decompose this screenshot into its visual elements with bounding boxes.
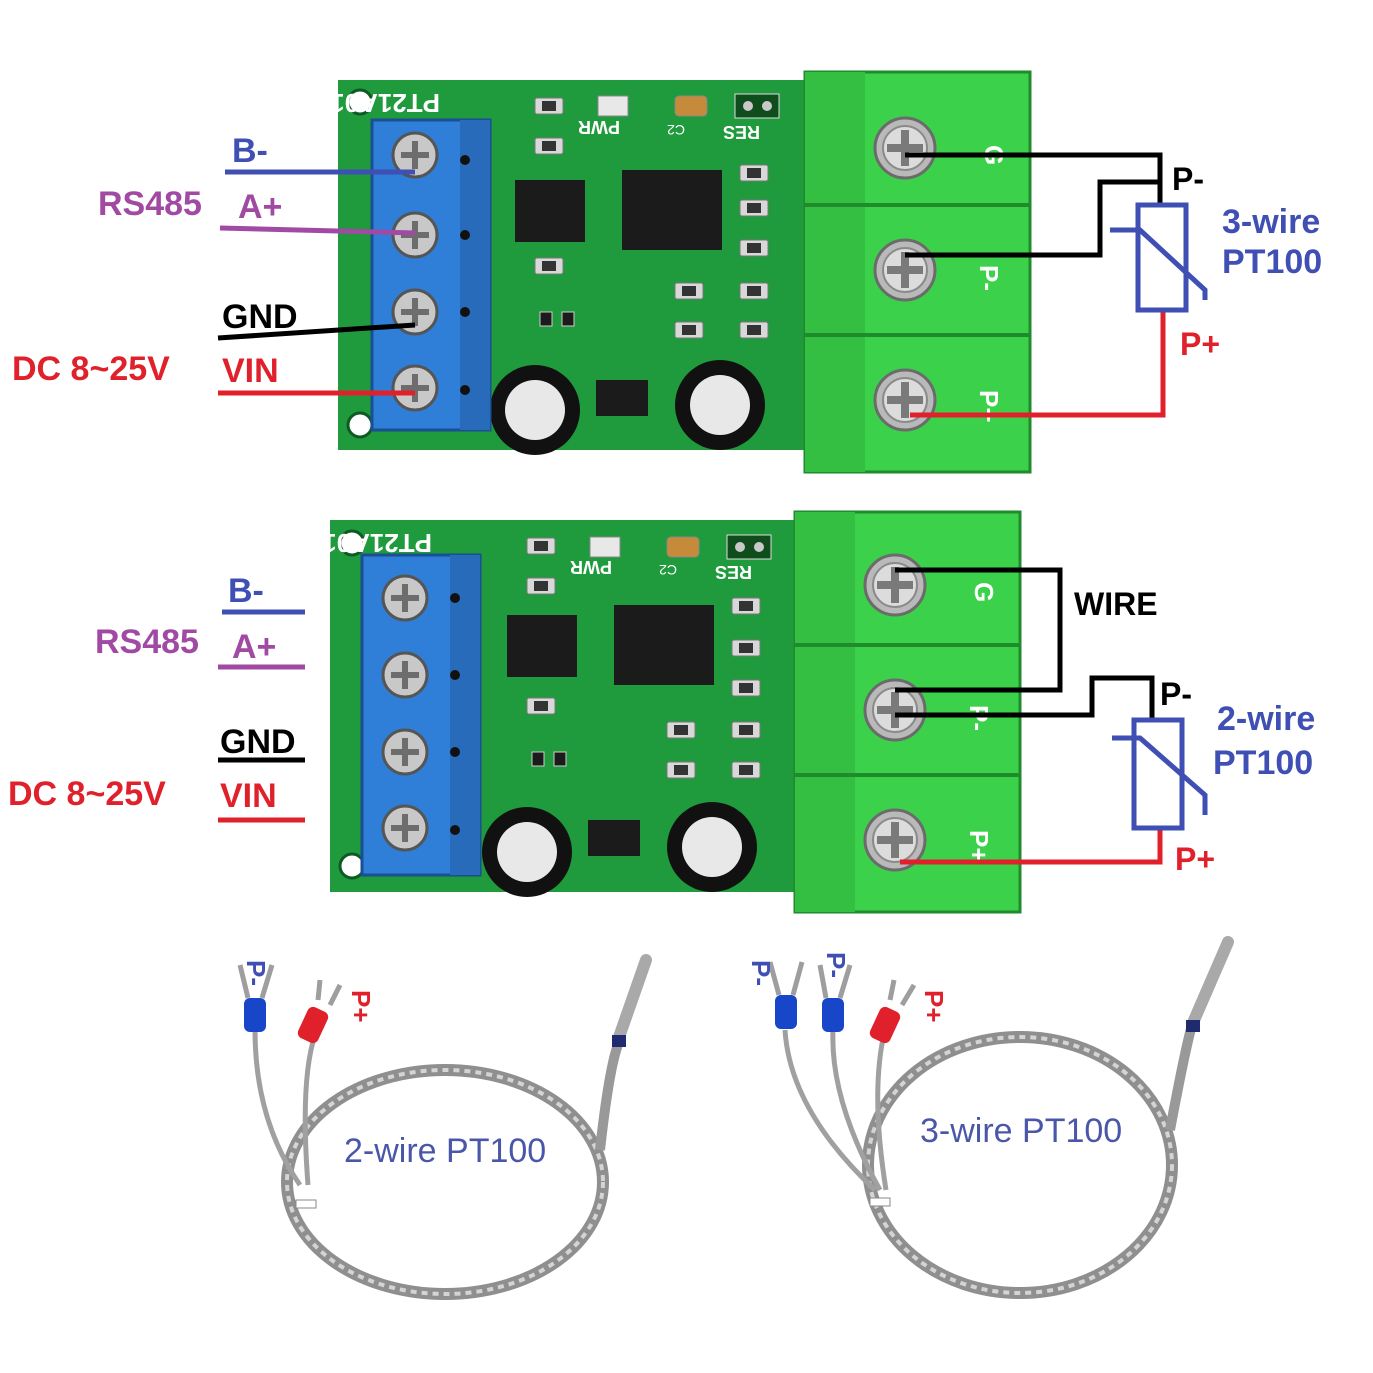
bottom-power-label: DC 8~25V <box>8 775 166 813</box>
bottom-p-minus-label: P- <box>1160 676 1192 712</box>
top-wires <box>217 152 1166 418</box>
bottom-sensor-name: PT100 <box>1213 744 1313 782</box>
probe-3w-caption: 3-wire PT100 <box>920 1112 1122 1150</box>
probe-2w-caption: 2-wire PT100 <box>344 1132 546 1170</box>
probe-2w-p-plus: P+ <box>346 990 376 1023</box>
red-lug <box>869 1006 901 1044</box>
top-sensor-type: 3-wire <box>1222 203 1320 241</box>
pwr-silk: PWR <box>578 117 620 137</box>
pin-pplus-silk: P+ <box>964 830 994 863</box>
top-vin-label: VIN <box>222 352 279 390</box>
bottom-pt100-symbol <box>1112 717 1208 831</box>
board-model: PT21A01 <box>322 528 432 558</box>
capacitor-left <box>482 807 572 897</box>
bottom-sensor-type: 2-wire <box>1217 700 1315 738</box>
top-power-label: DC 8~25V <box>12 350 170 388</box>
bottom-vin-label: VIN <box>220 777 277 815</box>
c2-silk: C2 <box>659 562 677 578</box>
rs485-power-terminal <box>360 553 482 877</box>
rs485-power-terminal <box>370 118 492 432</box>
blue-lug <box>244 998 266 1032</box>
blue-lug-2 <box>822 998 844 1032</box>
bottom-b-minus-label: B- <box>228 572 264 610</box>
regulator <box>596 380 648 416</box>
c2-silk: C2 <box>667 122 685 138</box>
ic-ssop <box>622 170 722 250</box>
bottom-wire-label: WIRE <box>1074 586 1158 622</box>
bottom-board: PT21A01 PWR RES C2 <box>322 510 1022 914</box>
bottom-a-plus-label: A+ <box>232 628 276 666</box>
pwr-silk: PWR <box>570 557 612 577</box>
capacitor-right <box>675 360 765 450</box>
pin-g-silk: G <box>969 582 999 602</box>
top-b-minus-label: B- <box>232 132 268 170</box>
top-gnd-label: GND <box>222 298 298 336</box>
top-sensor-name: PT100 <box>1222 243 1322 281</box>
capacitor-right <box>667 802 757 892</box>
top-rs485-label: RS485 <box>98 185 202 223</box>
probe-2-wire: P- P+ 2-wire PT100 <box>237 954 652 1300</box>
capacitor-left <box>490 365 580 455</box>
probe-3w-p-minus-2: P- <box>821 952 851 978</box>
ic-sop8 <box>507 615 577 677</box>
top-board: PT21A01 PWR RES C2 <box>330 70 1032 474</box>
probe-3w-p-plus: P+ <box>919 990 949 1023</box>
pin-pplus-silk: P+ <box>974 390 1004 423</box>
top-pt100-symbol <box>1110 202 1208 313</box>
regulator <box>588 820 640 856</box>
probe-3-wire: P- P- P+ 3-wire PT100 <box>746 936 1234 1299</box>
bottom-p-plus-label: P+ <box>1175 841 1215 877</box>
ic-sop8 <box>515 180 585 242</box>
pin-pminus-silk: P- <box>974 265 1004 291</box>
bottom-rs485-label: RS485 <box>95 623 199 661</box>
bottom-gnd-label: GND <box>220 723 296 761</box>
sensor-terminal: G P- P+ <box>803 70 1032 474</box>
sensor-terminal: G P- P+ <box>793 510 1022 914</box>
pin-pminus-silk: P- <box>964 705 994 731</box>
bottom-wires <box>218 567 1163 865</box>
board-model: PT21A01 <box>330 88 440 118</box>
probe-2w-p-minus: P- <box>241 960 271 986</box>
top-a-plus-label: A+ <box>238 188 282 226</box>
probe-3w-p-minus-1: P- <box>746 960 776 986</box>
res-silk: RES <box>715 562 752 582</box>
red-lug <box>297 1006 329 1044</box>
ic-ssop <box>614 605 714 685</box>
res-silk: RES <box>723 122 760 142</box>
top-p-plus-label: P+ <box>1180 326 1220 362</box>
top-p-minus-label: P- <box>1172 161 1204 197</box>
blue-lug-1 <box>775 995 797 1029</box>
